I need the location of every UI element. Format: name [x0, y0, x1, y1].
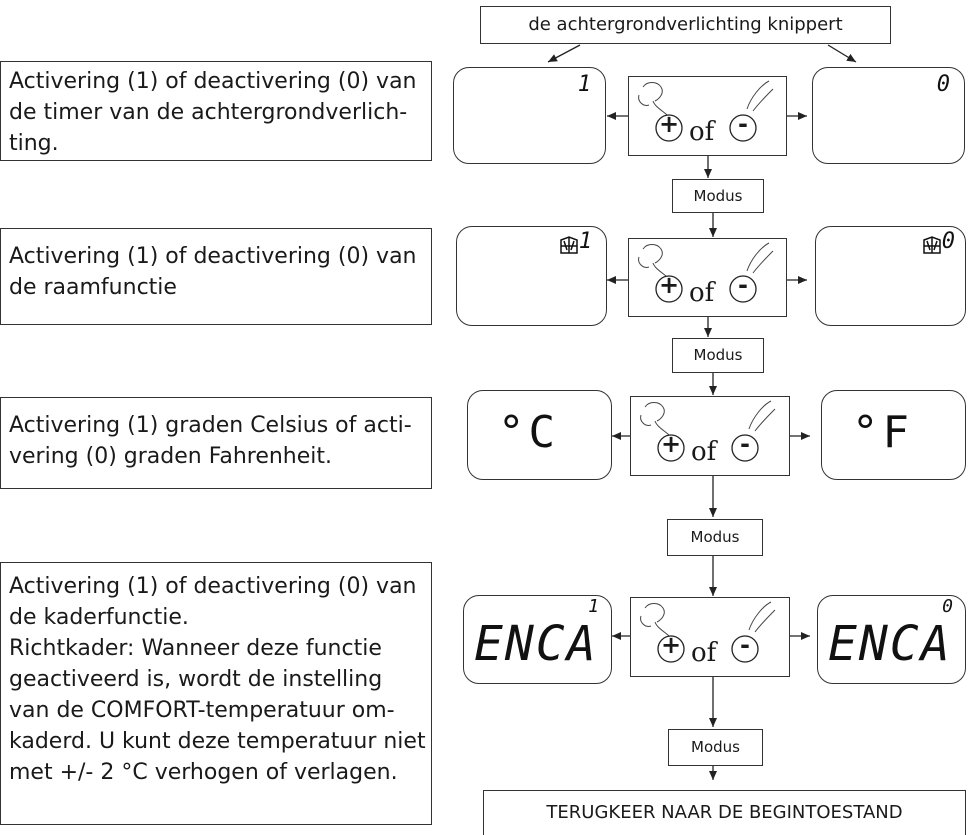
step2-description: Activering (1) of deactivering (0) van d… — [0, 228, 432, 325]
of-label: of — [691, 638, 717, 668]
lcd-display-right: 0 ENCA — [817, 595, 966, 684]
desc-line: de timer van de achtergrondverlich- — [9, 100, 408, 125]
desc-line: ting. — [9, 131, 59, 156]
desc-line: de kaderfunctie. — [9, 605, 189, 630]
minus-icon: - — [740, 430, 750, 458]
plus-icon: + — [660, 631, 682, 659]
desc-line: kaderd. U kunt deze temperatuur niet — [9, 729, 426, 754]
modus-button[interactable]: Modus — [672, 338, 764, 373]
lcd-display-left: °C — [467, 390, 612, 480]
plus-button-hand-icon — [640, 601, 776, 663]
plus-icon: + — [658, 110, 680, 138]
lcd-digit: 1 — [578, 229, 592, 254]
minus-icon: - — [738, 271, 748, 299]
desc-line: met +/- 2 °C verhogen of verlagen. — [9, 760, 398, 785]
of-label: of — [691, 437, 717, 467]
lcd-display-right: °F — [821, 390, 966, 480]
plus-icon: + — [658, 271, 680, 299]
button-panel: + - of — [628, 76, 787, 156]
desc-line: Activering (1) of deactivering (0) van — [9, 574, 417, 599]
lcd-display-left: 1 — [456, 226, 607, 326]
window-icon — [922, 235, 942, 255]
plus-button-hand-icon — [640, 400, 776, 462]
modus-button[interactable]: Modus — [672, 179, 764, 213]
of-label: of — [689, 117, 715, 147]
lcd-display-right: 0 — [815, 226, 966, 326]
lcd-text: °F — [852, 407, 913, 458]
window-icon — [559, 235, 579, 255]
plus-button-hand-icon — [638, 80, 774, 142]
lcd-digit: 0 — [936, 72, 950, 97]
lcd-display-right: 0 — [812, 67, 965, 164]
desc-line: Richtkader: Wanneer deze functie — [9, 636, 382, 661]
minus-icon: - — [740, 631, 750, 659]
lcd-digit: 0 — [942, 596, 953, 617]
minus-icon: - — [738, 110, 748, 138]
lcd-text: °C — [498, 407, 559, 458]
step3-description: Activering (1) graden Celsius of acti- v… — [0, 397, 432, 489]
desc-line: vering (0) graden Fahrenheit. — [9, 444, 333, 469]
desc-line: geactiveerd is, wordt de instelling — [9, 667, 383, 692]
lcd-digit: 1 — [577, 72, 591, 97]
step1-description: Activering (1) of deactivering (0) van d… — [0, 61, 432, 161]
plus-icon: + — [660, 430, 682, 458]
lcd-text: ENCA — [474, 616, 598, 672]
desc-line: van de COMFORT-temperatuur om- — [9, 698, 395, 723]
step4-description: Activering (1) of deactivering (0) van d… — [0, 562, 432, 825]
lcd-display-left: 1 — [453, 67, 606, 164]
lcd-display-left: 1 ENCA — [463, 595, 612, 684]
modus-button[interactable]: Modus — [667, 519, 763, 556]
of-label: of — [689, 278, 715, 308]
lcd-digit: 1 — [588, 596, 599, 617]
desc-line: Activering (1) of deactivering (0) van — [9, 244, 417, 269]
button-panel: + - of — [630, 396, 790, 476]
lcd-digit: 0 — [941, 229, 955, 254]
modus-button[interactable]: Modus — [668, 729, 763, 766]
header-box: de achtergrondverlichting knippert — [480, 6, 891, 44]
footer-box: TERUGKEER NAAR DE BEGINTOESTAND — [483, 790, 966, 835]
desc-line: Activering (1) graden Celsius of acti- — [9, 413, 412, 438]
button-panel: + - of — [630, 597, 790, 677]
plus-button-hand-icon — [638, 242, 774, 303]
lcd-text: ENCA — [828, 616, 952, 672]
desc-line: de raamfunctie — [9, 275, 177, 300]
desc-line: Activering (1) of deactivering (0) van — [9, 69, 417, 94]
button-panel: + - of — [628, 238, 787, 317]
